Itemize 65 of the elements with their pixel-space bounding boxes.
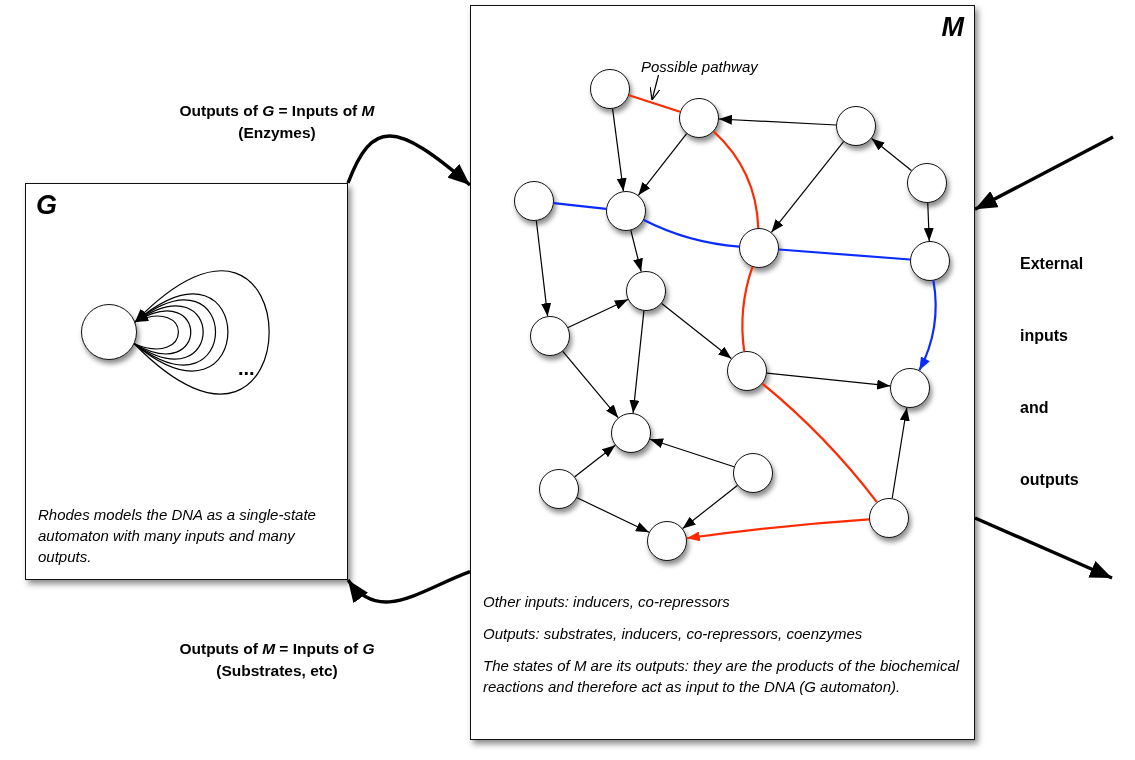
pathway-connector: [713, 130, 760, 229]
circle-node: [679, 98, 719, 138]
circle-node: [910, 241, 950, 281]
arrow: [346, 134, 472, 187]
pathway-connector: [628, 94, 681, 113]
circle-node: [647, 521, 687, 561]
arrow: [630, 229, 643, 273]
circle-node: [836, 106, 876, 146]
circle-node: [626, 271, 666, 311]
pathway-connector: [918, 280, 937, 371]
arrow: [871, 137, 912, 172]
circle-node: [590, 69, 630, 109]
arrow: [567, 298, 629, 329]
arrow: [612, 108, 627, 192]
pathway-connector: [741, 266, 754, 352]
circle-node: [514, 181, 554, 221]
circle-node: [606, 191, 646, 231]
arrow: [974, 135, 1114, 211]
arrow: [974, 516, 1113, 580]
arrow: [649, 438, 735, 468]
arrow: [766, 372, 891, 390]
description-text: Rhodes models the DNA as a single-state automaton with many inputs and many outputs.: [38, 505, 317, 567]
circle-node: [907, 163, 947, 203]
arrow: [891, 407, 910, 499]
pathway-connector: [761, 382, 878, 503]
automaton-panel: [470, 5, 975, 740]
description-text: The states of M are its outputs: they are the products of the biochemical reactions and therefore act as input to the DNA (G automaton).: [483, 656, 961, 697]
circle-node: [530, 316, 570, 356]
arrow: [535, 220, 552, 317]
pathway-connector: [643, 219, 740, 248]
self-loop-arrow: [133, 293, 229, 372]
arrow: [574, 444, 616, 478]
circle-node: [81, 304, 137, 360]
circle-node: [739, 228, 779, 268]
edge-label: Outputs of M = Inputs of G (Substrates, etc): [178, 639, 376, 681]
arrow: [562, 350, 619, 419]
circle-node: [733, 453, 773, 493]
leader-line: [649, 74, 661, 101]
circle-node: [727, 351, 767, 391]
automaton-panel: [25, 183, 348, 580]
panel-title: G: [36, 190, 57, 221]
arrow: [629, 310, 645, 414]
arrow: [682, 484, 738, 530]
arrow: [718, 114, 837, 126]
arrow: [637, 133, 688, 196]
arrow: [346, 570, 471, 604]
pathway-connector: [553, 202, 607, 210]
arrow: [923, 202, 934, 242]
pathway-connector: [686, 518, 870, 542]
ellipsis-text: ...: [238, 357, 256, 380]
circle-node: [611, 413, 651, 453]
description-text: Outputs: substrates, inducers, co-repressors, coenzymes: [483, 624, 864, 644]
panel-title: M: [941, 12, 964, 43]
side-note: External inputs and outputs: [1020, 254, 1085, 490]
circle-node: [539, 469, 579, 509]
annotation-text: Possible pathway: [641, 58, 758, 75]
self-loop-arrow: [133, 271, 270, 394]
arrow: [770, 141, 845, 233]
arrow: [661, 302, 732, 360]
edge-label: Outputs of G = Inputs of M (Enzymes): [178, 101, 376, 143]
arrow: [576, 497, 650, 533]
description-text: Other inputs: inducers, co-repressors: [483, 592, 731, 612]
pathway-connector: [778, 248, 911, 261]
circle-node: [869, 498, 909, 538]
circle-node: [890, 368, 930, 408]
